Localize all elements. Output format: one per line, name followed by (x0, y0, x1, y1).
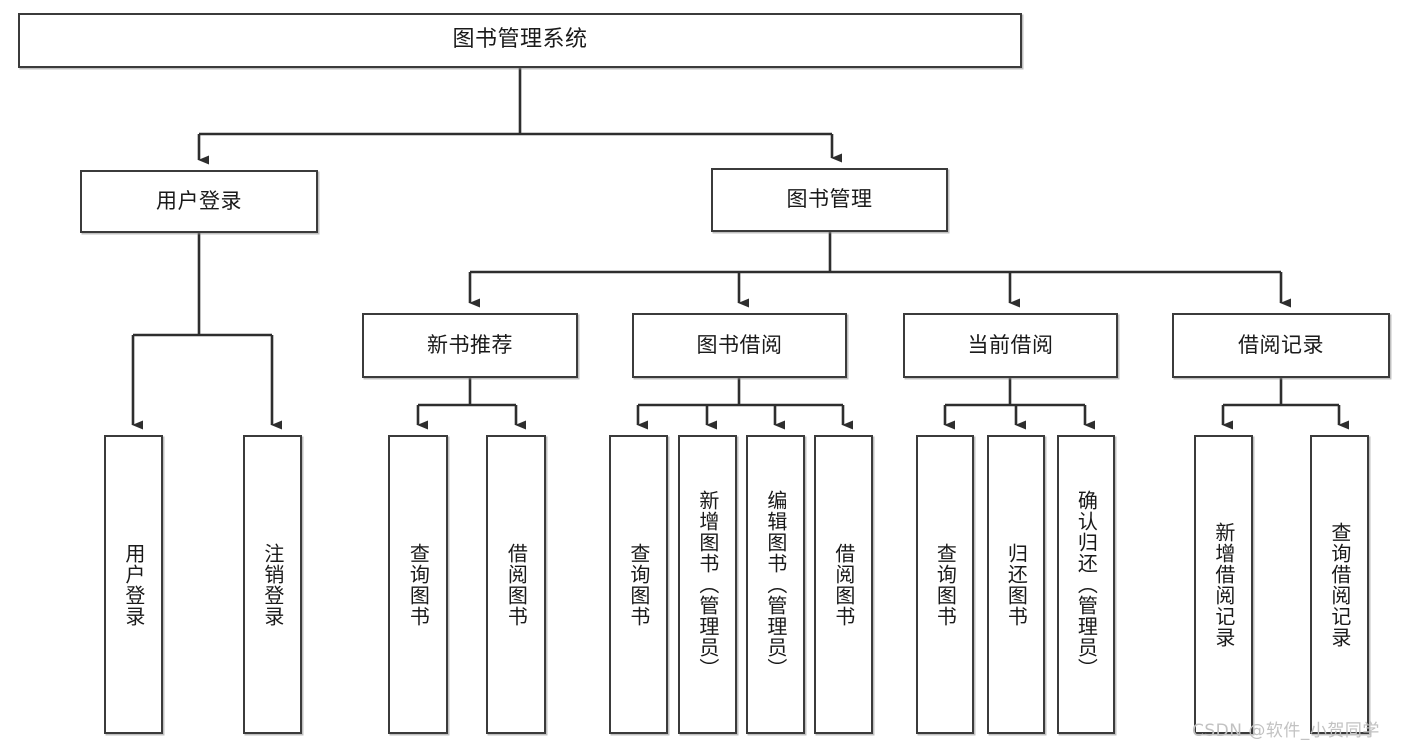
leaf-current-borrow-confirm-return-admin[interactable]: 确认归还（管理员） (1057, 435, 1115, 734)
leaf-user-login-logout[interactable]: 注销登录 (243, 435, 302, 734)
leaf-book-borrow-add-book-admin[interactable]: 新增图书（管理员） (678, 435, 737, 734)
leaf-borrow-record-query-record[interactable]: 查询借阅记录 (1310, 435, 1369, 734)
node-book-management-label: 图书管理 (786, 187, 873, 212)
leaf-label: 编辑图书（管理员） (763, 490, 788, 679)
node-new-book-recommend-label: 新书推荐 (427, 332, 513, 357)
leaf-label: 查询借阅记录 (1327, 521, 1352, 648)
leaf-current-borrow-return-book[interactable]: 归还图书 (987, 435, 1045, 734)
leaf-label: 借阅图书 (831, 542, 856, 627)
leaf-current-borrow-query-book[interactable]: 查询图书 (916, 435, 974, 734)
leaf-label: 新增借阅记录 (1211, 521, 1236, 648)
node-book-management[interactable]: 图书管理 (711, 168, 948, 232)
leaf-book-borrow-borrow-book[interactable]: 借阅图书 (814, 435, 873, 734)
node-book-borrow-label: 图书借阅 (696, 332, 783, 357)
node-root-book-management-system[interactable]: 图书管理系统 (18, 13, 1022, 68)
leaf-label: 新增图书（管理员） (695, 490, 720, 679)
leaf-new-book-borrow-book[interactable]: 借阅图书 (486, 435, 546, 734)
node-borrow-record[interactable]: 借阅记录 (1172, 313, 1390, 378)
node-borrow-record-label: 借阅记录 (1238, 332, 1324, 357)
leaf-label: 查询图书 (626, 542, 651, 627)
leaf-new-book-query-book[interactable]: 查询图书 (388, 435, 448, 734)
leaf-book-borrow-edit-book-admin[interactable]: 编辑图书（管理员） (746, 435, 805, 734)
node-current-borrow-label: 当前借阅 (967, 332, 1054, 357)
leaf-label: 注销登录 (260, 542, 285, 627)
leaf-label: 确认归还（管理员） (1074, 490, 1099, 679)
leaf-label: 查询图书 (406, 542, 431, 627)
leaf-book-borrow-query-book[interactable]: 查询图书 (609, 435, 668, 734)
node-book-borrow[interactable]: 图书借阅 (632, 313, 847, 378)
node-new-book-recommend[interactable]: 新书推荐 (362, 313, 578, 378)
leaf-label: 归还图书 (1004, 542, 1029, 627)
node-root-label: 图书管理系统 (452, 27, 588, 53)
leaf-label: 用户登录 (121, 542, 146, 627)
leaf-label: 借阅图书 (504, 542, 529, 627)
node-user-login-label: 用户登录 (156, 188, 242, 213)
node-user-login[interactable]: 用户登录 (80, 170, 318, 233)
leaf-user-login-login[interactable]: 用户登录 (104, 435, 163, 734)
node-current-borrow[interactable]: 当前借阅 (903, 313, 1118, 378)
leaf-label: 查询图书 (933, 542, 958, 627)
leaf-borrow-record-add-record[interactable]: 新增借阅记录 (1194, 435, 1253, 734)
csdn-watermark: CSDN @软件_小贺同学 (1192, 721, 1380, 741)
